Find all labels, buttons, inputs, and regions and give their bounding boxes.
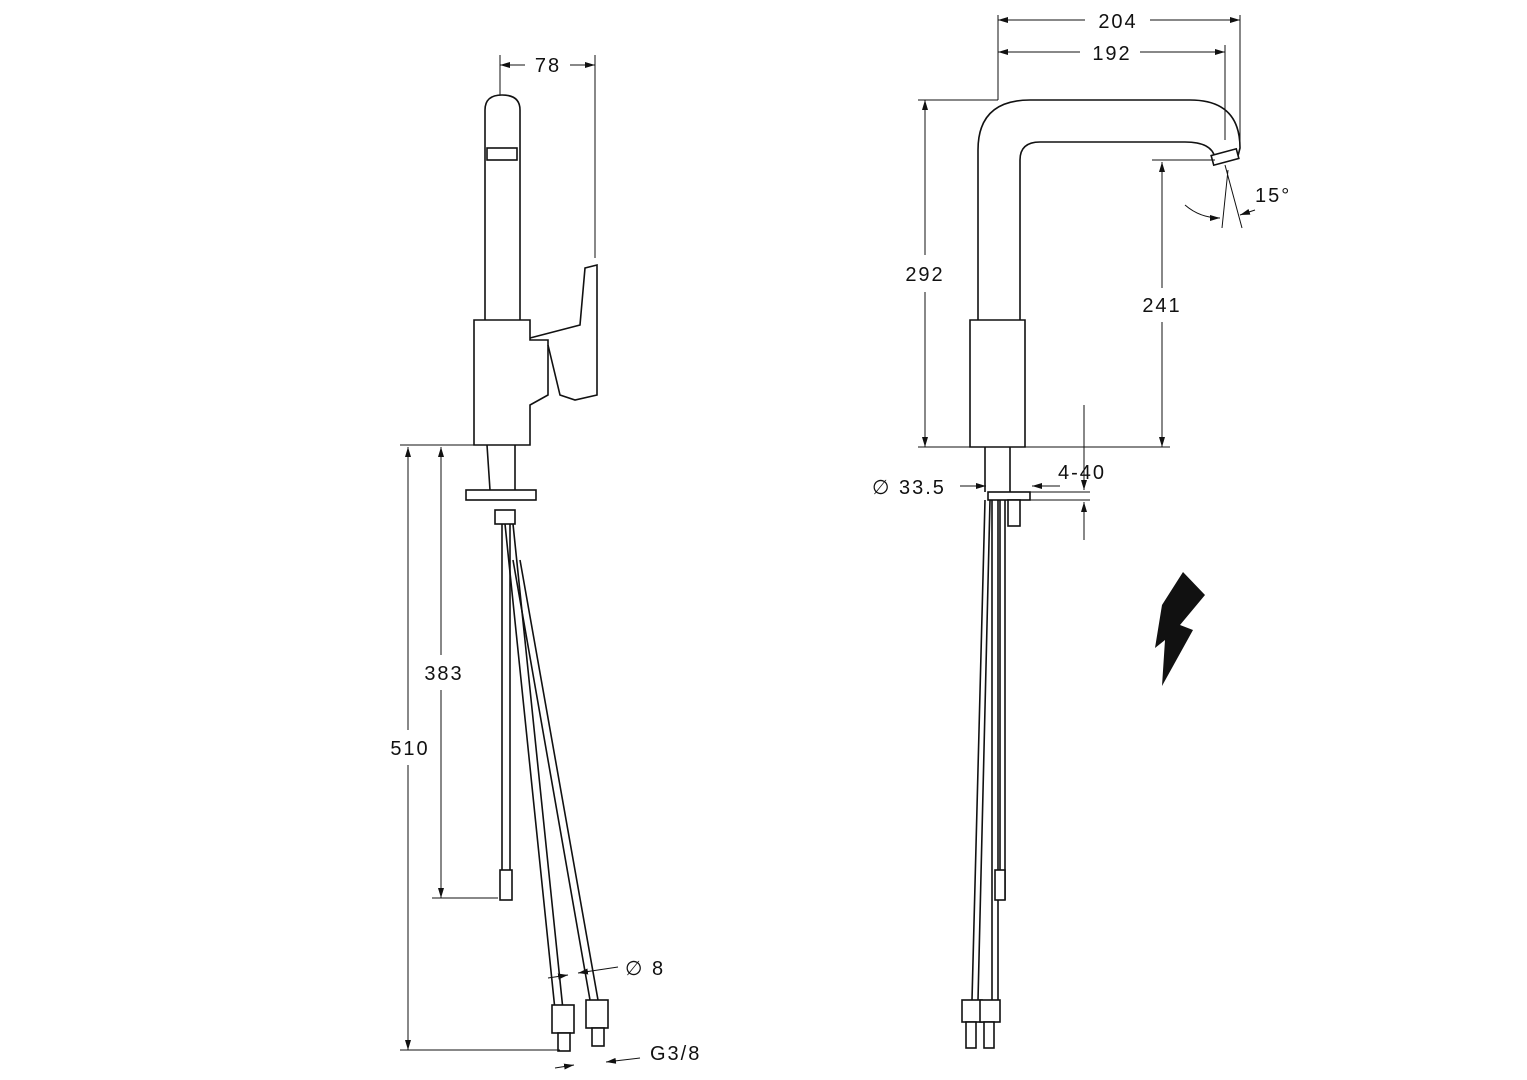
spout-tube bbox=[484, 94, 521, 320]
connector bbox=[494, 509, 516, 525]
hose-fitting-2 bbox=[979, 999, 1001, 1023]
dim-reach-204: 204 bbox=[1098, 11, 1137, 33]
handle-lever bbox=[529, 263, 598, 401]
spout-inner bbox=[1019, 141, 1216, 320]
dim-height-292: 292 bbox=[905, 264, 944, 286]
hose-center bbox=[501, 524, 511, 870]
dim-total-510: 510 bbox=[390, 738, 429, 760]
dim-reach-192: 192 bbox=[1092, 43, 1131, 65]
body bbox=[473, 319, 549, 446]
aerator bbox=[1210, 147, 1240, 167]
front-view-faucet bbox=[961, 99, 1241, 1049]
hose-fitting-1 bbox=[551, 1004, 575, 1034]
dim-base-diameter: ∅ 33.5 bbox=[872, 477, 946, 499]
dim-width-78: 78 bbox=[535, 55, 561, 77]
hoses bbox=[991, 500, 1006, 1000]
dim-deck-thickness: 4-40 bbox=[1058, 462, 1106, 484]
spout-outer bbox=[977, 99, 1241, 320]
dim-thread: G3/8 bbox=[650, 1043, 701, 1065]
hose-right bbox=[512, 559, 599, 1001]
side-view-faucet bbox=[465, 94, 609, 1052]
hose-fitting-2 bbox=[585, 999, 609, 1029]
base-plate bbox=[465, 489, 537, 501]
aerator bbox=[486, 147, 518, 161]
hose-left bbox=[504, 523, 564, 1011]
dim-hose-383: 383 bbox=[424, 663, 463, 685]
dim-spout-241: 241 bbox=[1142, 295, 1181, 317]
base-plate bbox=[987, 491, 1031, 501]
dim-angle-15: 15° bbox=[1255, 185, 1291, 207]
side-view-dimensions: 78 383 510 ∅ 8 G3/8 bbox=[390, 55, 701, 1070]
front-view-dimensions: 204 192 292 241 15° ∅ 33.5 4-40 bbox=[872, 11, 1291, 540]
body bbox=[969, 319, 1026, 448]
hose-fitting-1 bbox=[961, 999, 983, 1023]
dim-hose-diameter: ∅ 8 bbox=[625, 958, 665, 980]
lightning-bolt-icon bbox=[1155, 572, 1205, 686]
